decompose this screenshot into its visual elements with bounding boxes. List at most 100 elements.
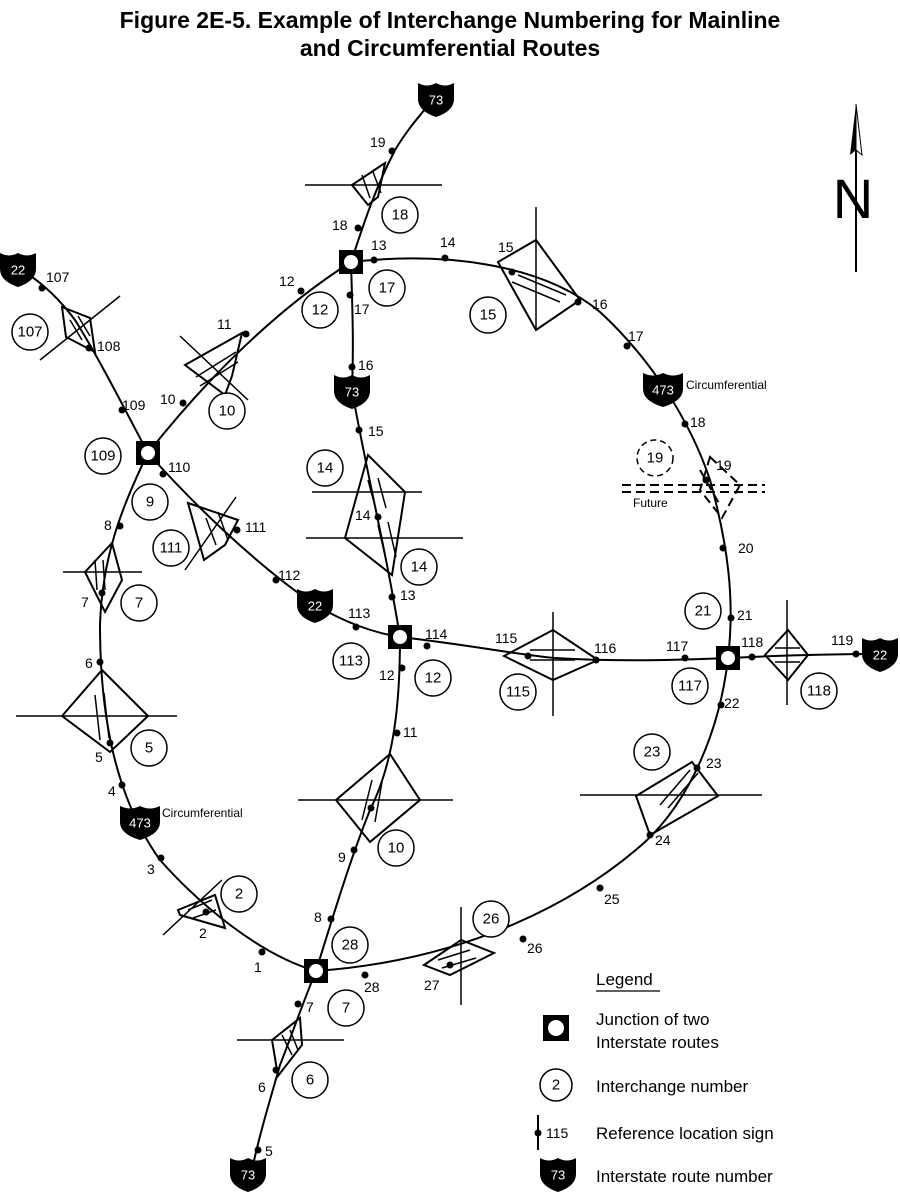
interchange-number: 14 xyxy=(306,449,344,487)
route-22-northwest xyxy=(21,269,149,454)
ref-label: 2 xyxy=(199,925,207,941)
interchange-number: 7 xyxy=(120,584,158,622)
interchange-number-circles: 18 17 12 15 107 10 109 9 111 14 14 7 21 … xyxy=(11,196,838,1099)
svg-text:15: 15 xyxy=(480,307,497,324)
interchange-number: 15 xyxy=(469,296,507,334)
interchange-number: 28 xyxy=(331,926,369,964)
svg-text:2: 2 xyxy=(235,886,243,903)
interstate-shield-icon: 473 xyxy=(120,806,160,840)
ref-label: 113 xyxy=(348,605,371,621)
interstate-shield-icon: 22 xyxy=(0,253,36,287)
svg-text:26: 26 xyxy=(483,911,500,928)
reference-location-labels: 19 18 13 14 15 16 17 12 11 10 107 108 10… xyxy=(46,134,854,1159)
ref-label: 8 xyxy=(314,909,322,925)
ref-label: 27 xyxy=(424,977,440,993)
north-arrow-head-icon xyxy=(850,104,856,155)
legend-shield-sample: 73 xyxy=(551,1168,565,1183)
lane-marks xyxy=(69,171,800,1056)
interchange-number: 118 xyxy=(800,672,838,710)
interchange-number: 10 xyxy=(377,829,415,867)
ref-label: 7 xyxy=(306,999,314,1015)
ref-label: 20 xyxy=(738,540,754,556)
svg-text:7: 7 xyxy=(342,1000,350,1017)
interchange-number: 111 xyxy=(152,529,190,567)
interchange-number: 12 xyxy=(301,291,339,329)
interchange-number-future: 19 xyxy=(636,439,674,477)
ref-label: 14 xyxy=(355,507,371,523)
ref-label: 4 xyxy=(108,783,116,799)
ref-label: 16 xyxy=(592,296,608,312)
interchange-number: 26 xyxy=(472,900,510,938)
ref-label: 110 xyxy=(168,459,191,475)
ref-label: 117 xyxy=(666,638,689,654)
ref-label: 16 xyxy=(358,357,374,373)
svg-text:118: 118 xyxy=(807,683,831,700)
future-crossroad xyxy=(622,455,765,520)
legend-shield-icon: 73 xyxy=(540,1158,576,1192)
ref-label: 13 xyxy=(400,587,416,603)
ref-label: 18 xyxy=(332,217,348,233)
shield-number: 73 xyxy=(429,93,443,108)
ref-label: 5 xyxy=(265,1143,273,1159)
interstate-shield-icon: 73 xyxy=(334,375,370,409)
interstate-shields: 73 22 73 473 22 22 473 73 xyxy=(0,83,898,1192)
ref-label: 19 xyxy=(716,457,732,473)
svg-text:12: 12 xyxy=(312,302,329,319)
ref-label: 112 xyxy=(278,567,301,583)
interstate-shield-icon: 473 xyxy=(643,373,683,407)
interchange-number: 6 xyxy=(291,1061,329,1099)
interchange-number: 18 xyxy=(381,196,419,234)
ref-label: 15 xyxy=(498,239,514,255)
svg-text:19: 19 xyxy=(647,450,664,467)
svg-text:18: 18 xyxy=(392,207,409,224)
shield-number: 22 xyxy=(873,648,887,663)
interchange-number: 113 xyxy=(332,642,370,680)
ref-label: 5 xyxy=(95,749,103,765)
ref-label: 17 xyxy=(354,301,370,317)
svg-text:113: 113 xyxy=(339,653,363,670)
interchange-number: 14 xyxy=(400,548,438,586)
interchange-number: 5 xyxy=(130,729,168,767)
svg-text:14: 14 xyxy=(317,460,334,477)
interchange-number: 2 xyxy=(220,875,258,913)
legend-junction-line-1: Junction of two xyxy=(596,1010,709,1029)
ref-label: 15 xyxy=(368,423,384,439)
ref-label: 9 xyxy=(338,849,346,865)
svg-text:115: 115 xyxy=(506,684,530,701)
ref-label: 108 xyxy=(97,338,121,354)
ref-label: 114 xyxy=(425,626,448,642)
svg-text:111: 111 xyxy=(160,540,183,557)
shield-number: 73 xyxy=(345,385,359,400)
interchange-number: 10 xyxy=(208,392,246,430)
junction-icon xyxy=(136,441,160,465)
svg-text:17: 17 xyxy=(379,280,396,297)
ref-label: 119 xyxy=(831,632,854,648)
circumferential-label: Circumferential xyxy=(686,378,767,392)
ref-label: 8 xyxy=(104,517,112,533)
junction-icon xyxy=(304,959,328,983)
ref-label: 1 xyxy=(254,959,262,975)
ref-label: 6 xyxy=(85,655,93,671)
ref-label: 12 xyxy=(279,273,295,289)
interchange-number: 107 xyxy=(11,313,49,351)
north-letter: N xyxy=(833,167,873,230)
legend-interchange-label: Interchange number xyxy=(596,1077,748,1096)
ref-label: 24 xyxy=(655,832,671,848)
legend-ref-label: Reference location sign xyxy=(596,1124,774,1143)
figure-title: Figure 2E-5. Example of Interchange Numb… xyxy=(0,6,900,62)
ref-label: 3 xyxy=(147,861,155,877)
svg-text:12: 12 xyxy=(425,670,442,687)
ref-label: 12 xyxy=(379,667,395,683)
ref-label: 107 xyxy=(46,269,70,285)
interchange-number: 9 xyxy=(131,483,169,521)
junction-icon xyxy=(388,625,412,649)
shield-number: 22 xyxy=(308,599,322,614)
legend-interchange-icon xyxy=(539,1068,573,1102)
svg-text:14: 14 xyxy=(411,559,428,576)
ref-label: 17 xyxy=(628,328,644,344)
junction-icon xyxy=(716,646,740,670)
shield-number: 22 xyxy=(11,263,25,278)
svg-text:28: 28 xyxy=(342,937,359,954)
interchange-number: 17 xyxy=(368,269,406,307)
